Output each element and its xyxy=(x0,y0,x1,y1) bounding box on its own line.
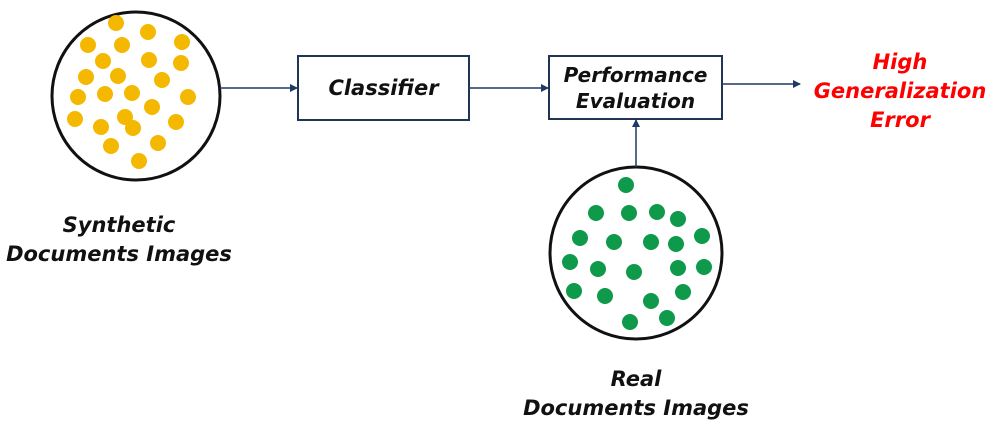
synthetic-sample-dot xyxy=(173,55,189,71)
result-label: High Generalization Error xyxy=(801,48,999,135)
synthetic-sample-dot xyxy=(114,37,130,53)
result-line2: Generalization xyxy=(813,79,987,103)
real-label-line2: Documents Images xyxy=(523,396,749,420)
synthetic-label: Synthetic Documents Images xyxy=(0,211,238,269)
real-sample-dot xyxy=(668,236,684,252)
synthetic-sample-dot xyxy=(103,138,119,154)
synthetic-sample-dot xyxy=(141,52,157,68)
real-sample-dot xyxy=(597,288,613,304)
real-sample-dot xyxy=(670,211,686,227)
synthetic-label-line1: Synthetic xyxy=(62,213,176,237)
real-dots xyxy=(562,177,712,330)
real-sample-dot xyxy=(588,205,604,221)
real-sample-dot xyxy=(643,234,659,250)
synthetic-sample-dot xyxy=(110,68,126,84)
synthetic-dots xyxy=(67,15,196,169)
real-sample-dot xyxy=(694,228,710,244)
synthetic-sample-dot xyxy=(144,99,160,115)
classifier-label: Classifier xyxy=(328,76,439,100)
synthetic-sample-dot xyxy=(140,24,156,40)
real-sample-dot xyxy=(572,230,588,246)
classifier-label-box: Classifier xyxy=(298,56,469,120)
real-sample-dot xyxy=(621,205,637,221)
result-line1: High xyxy=(872,50,928,74)
synthetic-sample-dot xyxy=(93,119,109,135)
result-line3: Error xyxy=(870,108,930,132)
synthetic-sample-dot xyxy=(131,153,147,169)
synthetic-sample-dot xyxy=(174,34,190,50)
real-label-line1: Real xyxy=(610,367,662,391)
synthetic-sample-dot xyxy=(97,86,113,102)
real-sample-dot xyxy=(649,204,665,220)
real-sample-dot xyxy=(622,314,638,330)
real-label: Real Documents Images xyxy=(514,365,758,423)
synthetic-sample-dot xyxy=(108,15,124,31)
evaluation-label-line2: Evaluation xyxy=(575,88,696,113)
evaluation-box xyxy=(548,55,723,120)
synthetic-sample-dot xyxy=(150,135,166,151)
synthetic-sample-dot xyxy=(154,72,170,88)
synthetic-label-line2: Documents Images xyxy=(6,242,232,266)
synthetic-sample-dot xyxy=(168,114,184,130)
real-dataset-circle xyxy=(548,165,724,341)
evaluation-label-line1: Performance xyxy=(563,62,708,87)
synthetic-sample-dot xyxy=(70,89,86,105)
real-sample-dot xyxy=(659,310,675,326)
synthetic-sample-dot xyxy=(125,120,141,136)
real-sample-dot xyxy=(643,293,659,309)
real-sample-dot xyxy=(566,283,582,299)
synthetic-sample-dot xyxy=(78,69,94,85)
synthetic-sample-dot xyxy=(124,85,140,101)
real-sample-dot xyxy=(562,254,578,270)
real-sample-dot xyxy=(670,260,686,276)
synthetic-sample-dot xyxy=(180,89,196,105)
synthetic-sample-dot xyxy=(95,53,111,69)
real-sample-dot xyxy=(626,264,642,280)
synthetic-sample-dot xyxy=(67,111,83,127)
real-sample-dot xyxy=(675,284,691,300)
real-sample-dot xyxy=(606,234,622,250)
real-sample-dot xyxy=(618,177,634,193)
real-sample-dot xyxy=(696,259,712,275)
synthetic-sample-dot xyxy=(80,37,96,53)
classifier-box xyxy=(297,55,470,121)
synthetic-sample-dot xyxy=(117,109,133,125)
evaluation-label-box: Performance Evaluation xyxy=(549,56,722,119)
real-sample-dot xyxy=(590,261,606,277)
